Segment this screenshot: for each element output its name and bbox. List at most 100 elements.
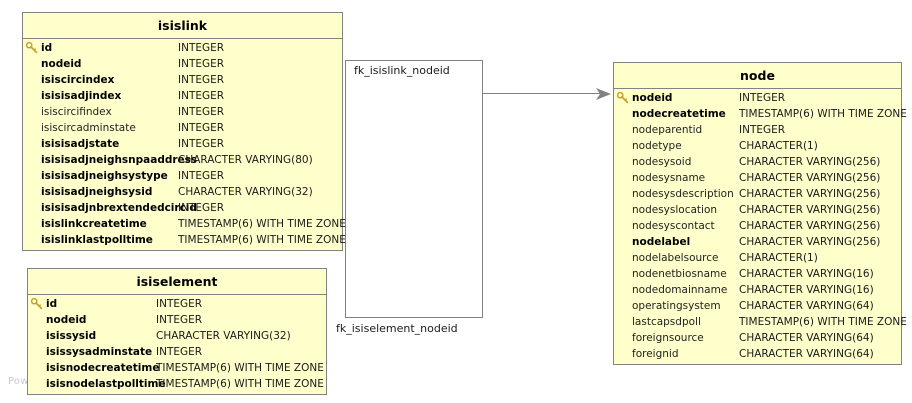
watermark-text: Pow [8,376,29,387]
column-name: nodesysdescription [632,188,734,200]
column-name: nodesyslocation [632,204,718,216]
column-type: CHARACTER VARYING(256) [739,156,881,168]
table-row: nodecreatetime TIMESTAMP(6) WITH TIME ZON… [614,106,907,122]
column-type: CHARACTER VARYING(16) [739,268,874,280]
table-row: isislinkcreatetime TIMESTAMP(6) WITH TIME… [23,216,346,232]
table-row: isislinklastpolltime TIMESTAMP(6) WITH TI… [23,232,346,248]
relationship-route-box [345,60,483,318]
primary-key-icon [617,92,629,104]
column-name: nodeid [46,314,87,326]
table-row: isiscircadminstate INTEGER [23,120,342,136]
column-name: isisisadjneighsystype [41,170,168,182]
key-cell-empty [28,344,46,360]
column-name: nodecreatetime [632,108,726,120]
column-type: INTEGER [156,314,203,326]
key-cell-empty [23,104,41,120]
key-cell-empty [23,200,41,216]
primary-key-icon [26,42,38,54]
column-name: lastcapsdpoll [632,316,701,328]
key-cell-empty [614,298,632,314]
key-cell-empty [23,216,41,232]
column-type: CHARACTER VARYING(256) [739,204,881,216]
column-name: nodeid [41,58,82,70]
column-name: id [41,42,53,54]
column-name: isisisadjstate [41,138,120,150]
column-type: INTEGER [178,106,225,118]
column-type: TIMESTAMP(6) WITH TIME ZONE [739,108,907,120]
column-name: isiscircadminstate [41,122,136,134]
column-name: nodenetbiosname [632,268,727,280]
key-cell-empty [28,360,46,376]
table-row: isisisadjneighsysid CHARACTER VARYING(32) [23,184,342,200]
column-name: isislinkcreatetime [41,218,147,230]
column-name: nodeparentid [632,124,703,136]
column-type: INTEGER [178,90,225,102]
key-cell-empty [23,232,41,248]
key-cell-empty [614,218,632,234]
relationship-label-fk-isiselement-nodeid: fk_isiselement_nodeid [336,322,458,335]
column-name: isiscircifindex [41,106,112,118]
column-name: nodetype [632,140,682,152]
table-row: nodeid INTEGER [28,312,326,328]
key-cell-empty [23,120,41,136]
key-cell-empty [614,346,632,362]
column-name: nodesysname [632,172,706,184]
table-row: nodesyslocation CHARACTER VARYING(256) [614,202,901,218]
column-type: TIMESTAMP(6) WITH TIME ZONE [178,234,346,246]
key-cell-empty [614,138,632,154]
key-cell-empty [23,168,41,184]
connector-arrowhead-icon [596,88,611,100]
column-type: CHARACTER VARYING(64) [739,300,874,312]
column-type: CHARACTER VARYING(32) [178,186,313,198]
column-type: INTEGER [156,298,203,310]
column-name: isislinklastpolltime [41,234,153,246]
table-title-isiselement: isiselement [28,269,326,295]
key-cell-empty [614,234,632,250]
key-cell-empty [23,152,41,168]
column-name: isisisadjneighsysid [41,186,153,198]
key-cell-empty [23,88,41,104]
table-title-node: node [614,63,901,89]
key-cell [28,296,46,312]
column-type: CHARACTER VARYING(64) [739,332,874,344]
column-type: CHARACTER(1) [739,140,818,152]
key-cell-empty [614,314,632,330]
column-name: isisisadjneighsnpaaddress [41,154,198,166]
column-type: TIMESTAMP(6) WITH TIME ZONE [156,378,324,390]
column-type: INTEGER [178,42,225,54]
table-row: nodetype CHARACTER(1) [614,138,901,154]
column-type: INTEGER [178,122,225,134]
column-type: TIMESTAMP(6) WITH TIME ZONE [178,218,346,230]
column-type: INTEGER [178,170,225,182]
key-cell-empty [614,170,632,186]
column-type: TIMESTAMP(6) WITH TIME ZONE [739,316,907,328]
key-cell-empty [614,330,632,346]
table-row: isisisadjneighsystype INTEGER [23,168,342,184]
column-type: INTEGER [739,92,786,104]
column-name: isisisadjindex [41,90,122,102]
key-cell-empty [28,328,46,344]
column-name: nodesyscontact [632,220,715,232]
key-cell-empty [614,266,632,282]
key-cell-empty [23,56,41,72]
column-name: isisisadjnbrextendedcircid [41,202,197,214]
